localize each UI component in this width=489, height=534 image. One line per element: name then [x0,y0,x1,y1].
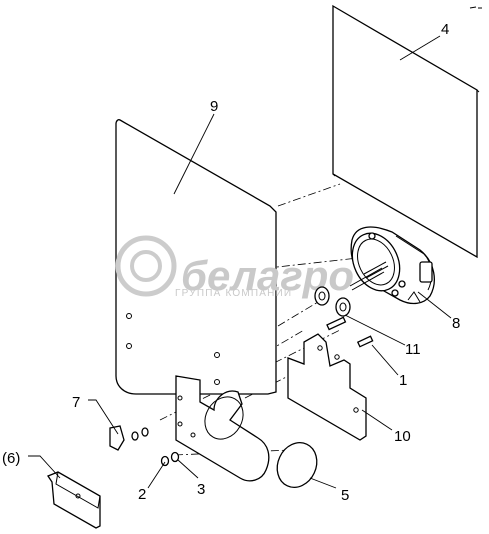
callout-1: 1 [399,372,407,389]
callout-labels: 4 9 8 11 1 10 7 (6) 2 3 5 [2,21,460,504]
part-1-screws [326,316,374,348]
watermark-logo-icon [115,235,177,297]
callout-3: 3 [197,481,205,498]
callout-2: 2 [138,486,146,503]
holder-plate [175,375,270,482]
part-11-spacers [314,286,351,317]
part-6-angle-bracket [47,471,101,529]
callout-8: 8 [452,315,460,332]
part-10-bracket [287,333,367,441]
part-8-gauge [349,226,435,305]
callout-7: 7 [72,394,80,411]
watermark-tagline: ГРУППА КОМПАНИЙ [175,286,292,299]
callout-11: 11 [405,341,421,358]
parts-2-3-washers [160,451,180,467]
part-5-round-cover [276,442,318,488]
leader-lines [28,35,452,489]
callout-10: 10 [394,428,411,445]
callout-4: 4 [441,21,449,38]
callout-5: 5 [341,487,349,504]
corner-mark [469,6,482,9]
part-4-rear-panel [332,4,480,259]
part-7-clip [109,425,149,451]
callout-6: (6) [2,450,20,467]
callout-9: 9 [210,98,218,115]
